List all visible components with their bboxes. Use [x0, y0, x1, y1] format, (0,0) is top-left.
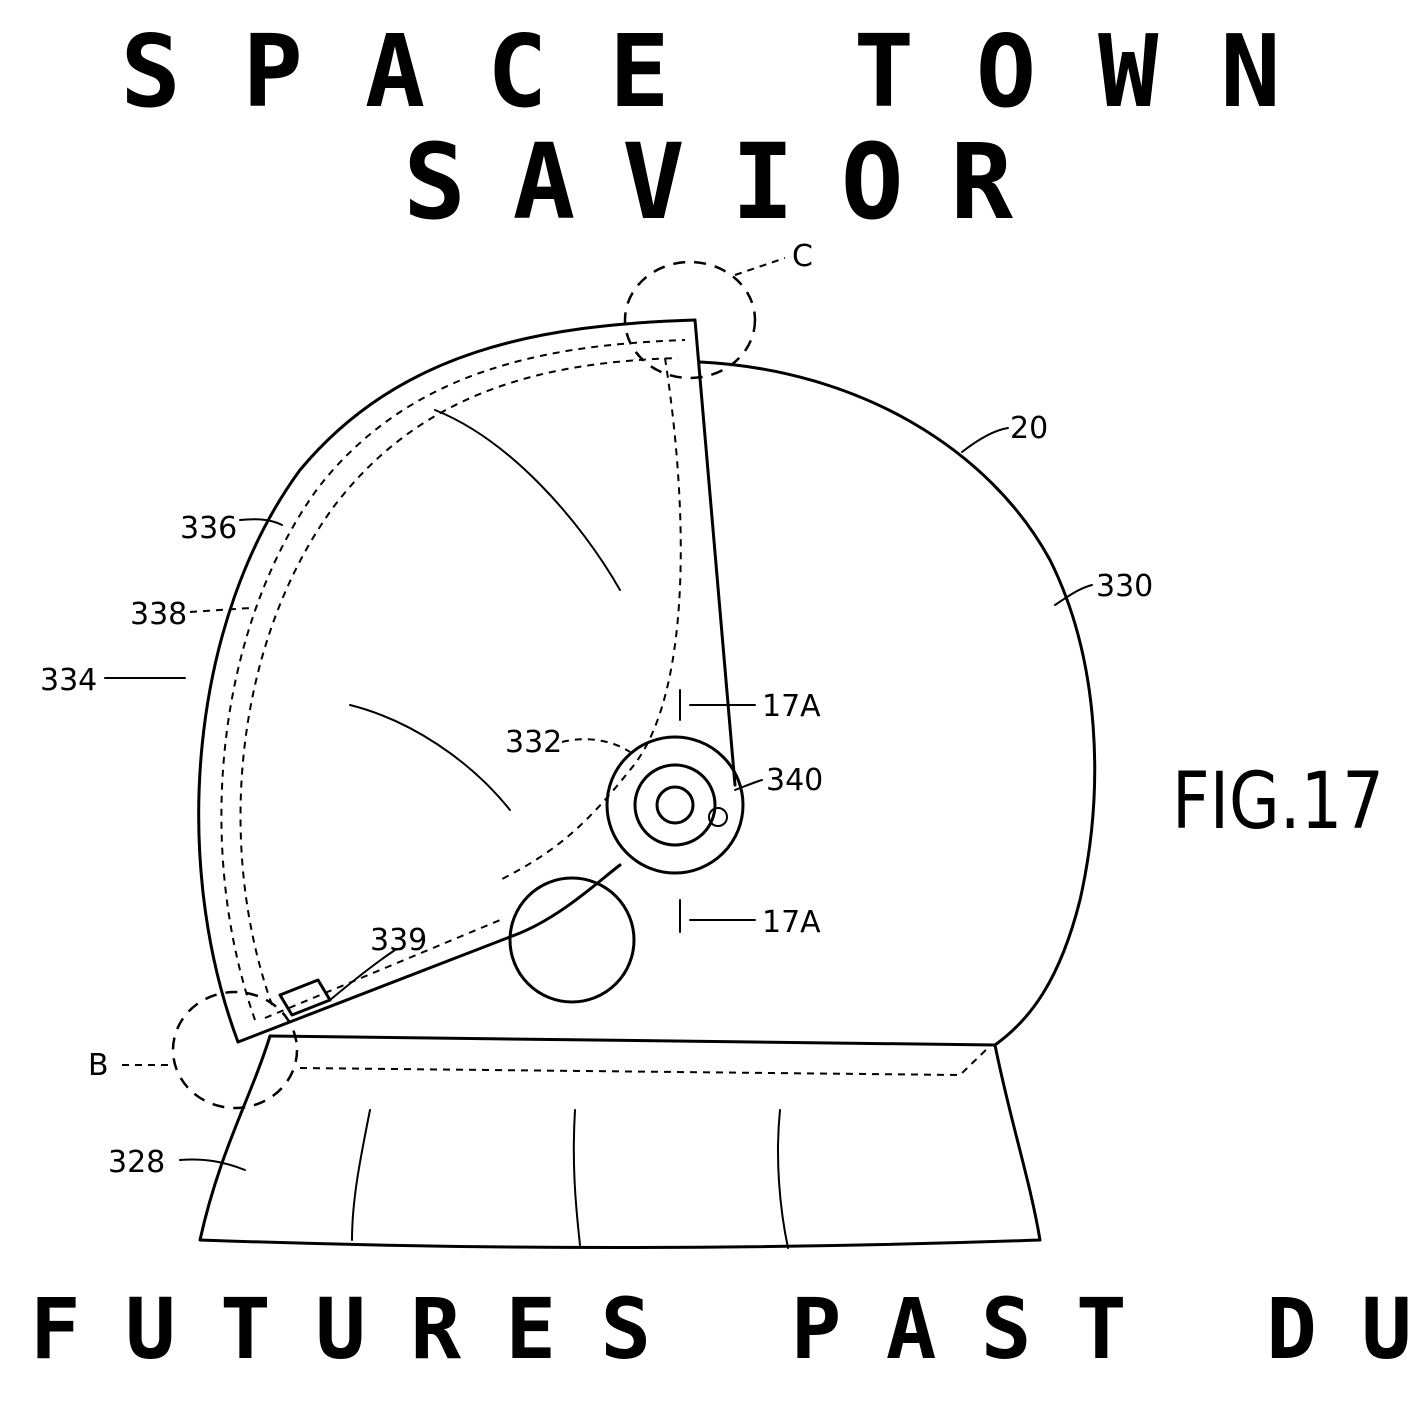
- leader-338: [189, 607, 251, 613]
- visor-outer: [197, 318, 737, 1044]
- label-b: B: [88, 1048, 109, 1083]
- visor-inner-curve: [499, 357, 682, 881]
- leader-20: [961, 427, 1009, 453]
- visor-lower-edge: [236, 863, 622, 1044]
- leader-332: [561, 738, 631, 753]
- neck-ring-top: [268, 1034, 997, 1047]
- visor-inner-dash-1: [220, 339, 686, 1021]
- album-subtitle: FUTURES PAST DUE: [30, 1280, 1423, 1378]
- skirt-fold-2: [572, 1109, 581, 1246]
- label-20: 20: [1010, 411, 1048, 446]
- leader-328: [179, 1158, 246, 1171]
- label-332: 332: [505, 725, 562, 760]
- neck-skirt: [198, 1034, 1042, 1249]
- label-c: C: [792, 239, 813, 274]
- reflection-1: [434, 409, 621, 591]
- label-17a-top: 17A: [762, 689, 821, 724]
- title-line-2: SAVIOR: [403, 121, 1060, 243]
- leader-339: [329, 949, 396, 1001]
- label-336: 336: [180, 511, 237, 546]
- label-17a-bottom: 17A: [762, 905, 821, 940]
- label-328: 328: [108, 1145, 165, 1180]
- leader-330: [1054, 584, 1093, 606]
- leader-c: [734, 257, 786, 276]
- pivot-core: [655, 785, 695, 825]
- label-339: 339: [370, 923, 427, 958]
- reflection-2: [349, 704, 511, 811]
- label-338: 338: [130, 597, 187, 632]
- title-line-1: SPACE TOWN: [120, 13, 1343, 130]
- visor-inner-dash-2: [239, 357, 679, 1006]
- pivot-knob: [708, 807, 728, 827]
- label-334: 334: [40, 663, 97, 698]
- lower-circle: [508, 876, 636, 1004]
- detail-circle-b: [171, 990, 299, 1110]
- helmet-shell: [698, 360, 1097, 1047]
- label-340: 340: [766, 763, 823, 798]
- skirt-fold-1: [351, 1109, 371, 1241]
- skirt-fold-3: [777, 1109, 789, 1249]
- visor-lower-dash: [264, 917, 506, 1019]
- leader-340: [734, 779, 763, 791]
- label-330: 330: [1096, 569, 1153, 604]
- pivot-outer: [605, 735, 745, 875]
- neck-ring-dash: [299, 1045, 991, 1077]
- detail-circle-c: [623, 260, 757, 380]
- leader-336: [239, 518, 283, 526]
- figure-caption: FIG.17: [1172, 757, 1384, 847]
- pivot-inner: [633, 763, 717, 847]
